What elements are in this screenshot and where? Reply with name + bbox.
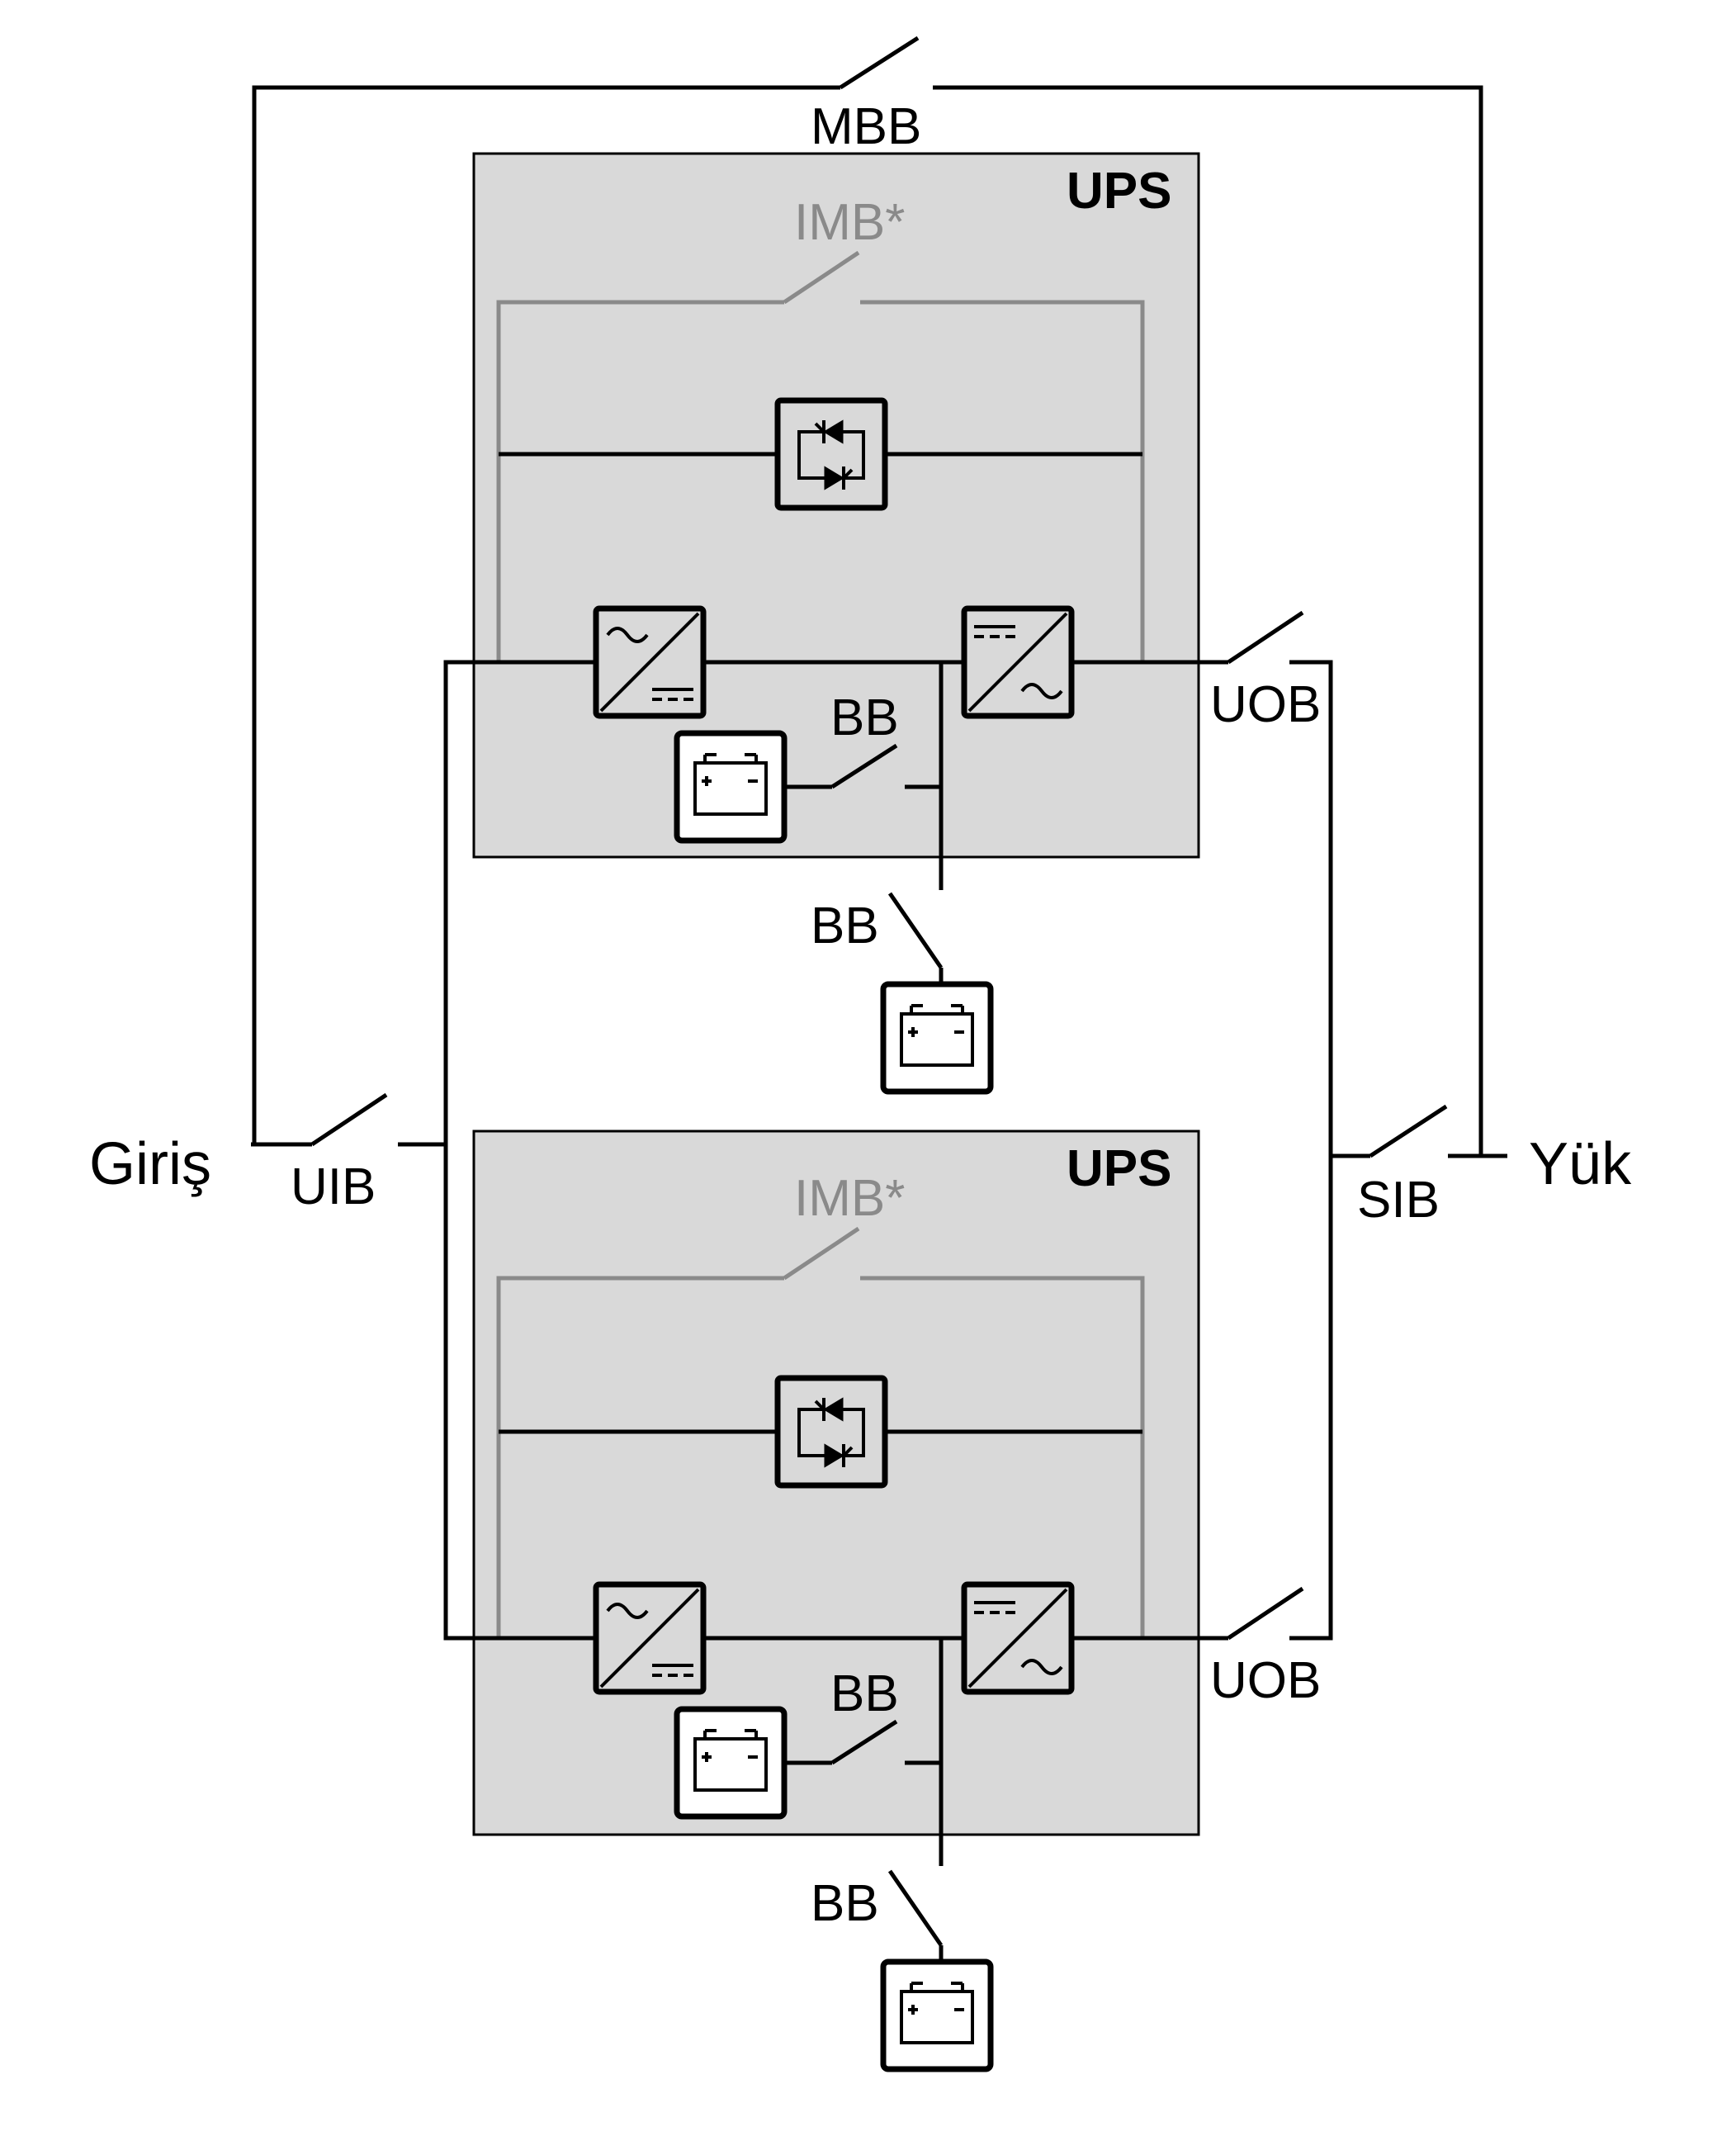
ups-1-uob-label: UOB <box>1210 676 1321 733</box>
output-bus <box>1289 660 1333 1641</box>
ups-1-uob-switch-icon[interactable] <box>1227 610 1304 665</box>
ups-2-bb-external-switch-icon[interactable] <box>887 1869 944 1947</box>
ups-1-bb-external-switch-icon[interactable] <box>887 892 944 969</box>
sib-switch-icon[interactable] <box>1369 1104 1448 1158</box>
ups-2-bb-external-label: BB <box>811 1875 879 1932</box>
ups-1-imb-label: IMB* <box>794 194 905 251</box>
load-label: Yük <box>1529 1131 1632 1197</box>
ups-1-static-switch-icon <box>778 400 885 508</box>
ups-2-imb-wire-right <box>860 1276 1145 1638</box>
ups-2-inverter-icon <box>964 1584 1071 1692</box>
ups-2-rectifier-icon <box>596 1584 703 1692</box>
ups-2-internal-battery-icon <box>677 1709 784 1816</box>
mbb-switch-icon[interactable] <box>839 36 920 90</box>
mbb-label: MBB <box>811 98 921 155</box>
ups-2-static-switch-icon <box>778 1378 885 1485</box>
ups-1-bb-external-label: BB <box>811 897 879 954</box>
ups-1-external-battery-icon <box>883 984 991 1092</box>
ups-1-rectifier-icon <box>596 609 703 716</box>
ups-2-external-battery-icon <box>883 1962 991 2069</box>
ups-2-imb-switch-icon[interactable] <box>783 1226 860 1281</box>
ups-1-internal-battery-icon <box>677 733 784 841</box>
input-label: Giriş <box>89 1131 211 1197</box>
ups-1: UPS IMB* UOB BB BB <box>446 163 1321 1092</box>
sib-label: SIB <box>1357 1172 1440 1229</box>
ups-2-bb-internal-switch-icon[interactable] <box>830 1719 898 1765</box>
ups-1-imb-switch-icon[interactable] <box>783 250 860 305</box>
ups-1-bb-internal-label: BB <box>830 689 899 746</box>
ups-1-title: UPS <box>1067 163 1171 220</box>
ups-2-imb-wire <box>496 1276 784 1638</box>
ups-2-uob-label: UOB <box>1210 1652 1321 1709</box>
ups-2-title: UPS <box>1067 1140 1171 1197</box>
ups-2: UPS IMB* UOB BB BB <box>446 1140 1321 2069</box>
ups-2-uob-switch-icon[interactable] <box>1227 1586 1304 1641</box>
mbb-bypass-line <box>252 85 1483 1158</box>
ups-1-imb-wire-right <box>860 300 1145 662</box>
uib-label: UIB <box>291 1158 376 1215</box>
uib-switch-icon[interactable] <box>310 1092 388 1147</box>
ups-2-bb-internal-label: BB <box>830 1665 899 1722</box>
ups-1-inverter-icon <box>964 609 1071 716</box>
ups-1-imb-wire <box>496 300 784 662</box>
ups-1-bb-internal-switch-icon[interactable] <box>830 743 898 789</box>
ups-2-imb-label: IMB* <box>794 1170 905 1227</box>
